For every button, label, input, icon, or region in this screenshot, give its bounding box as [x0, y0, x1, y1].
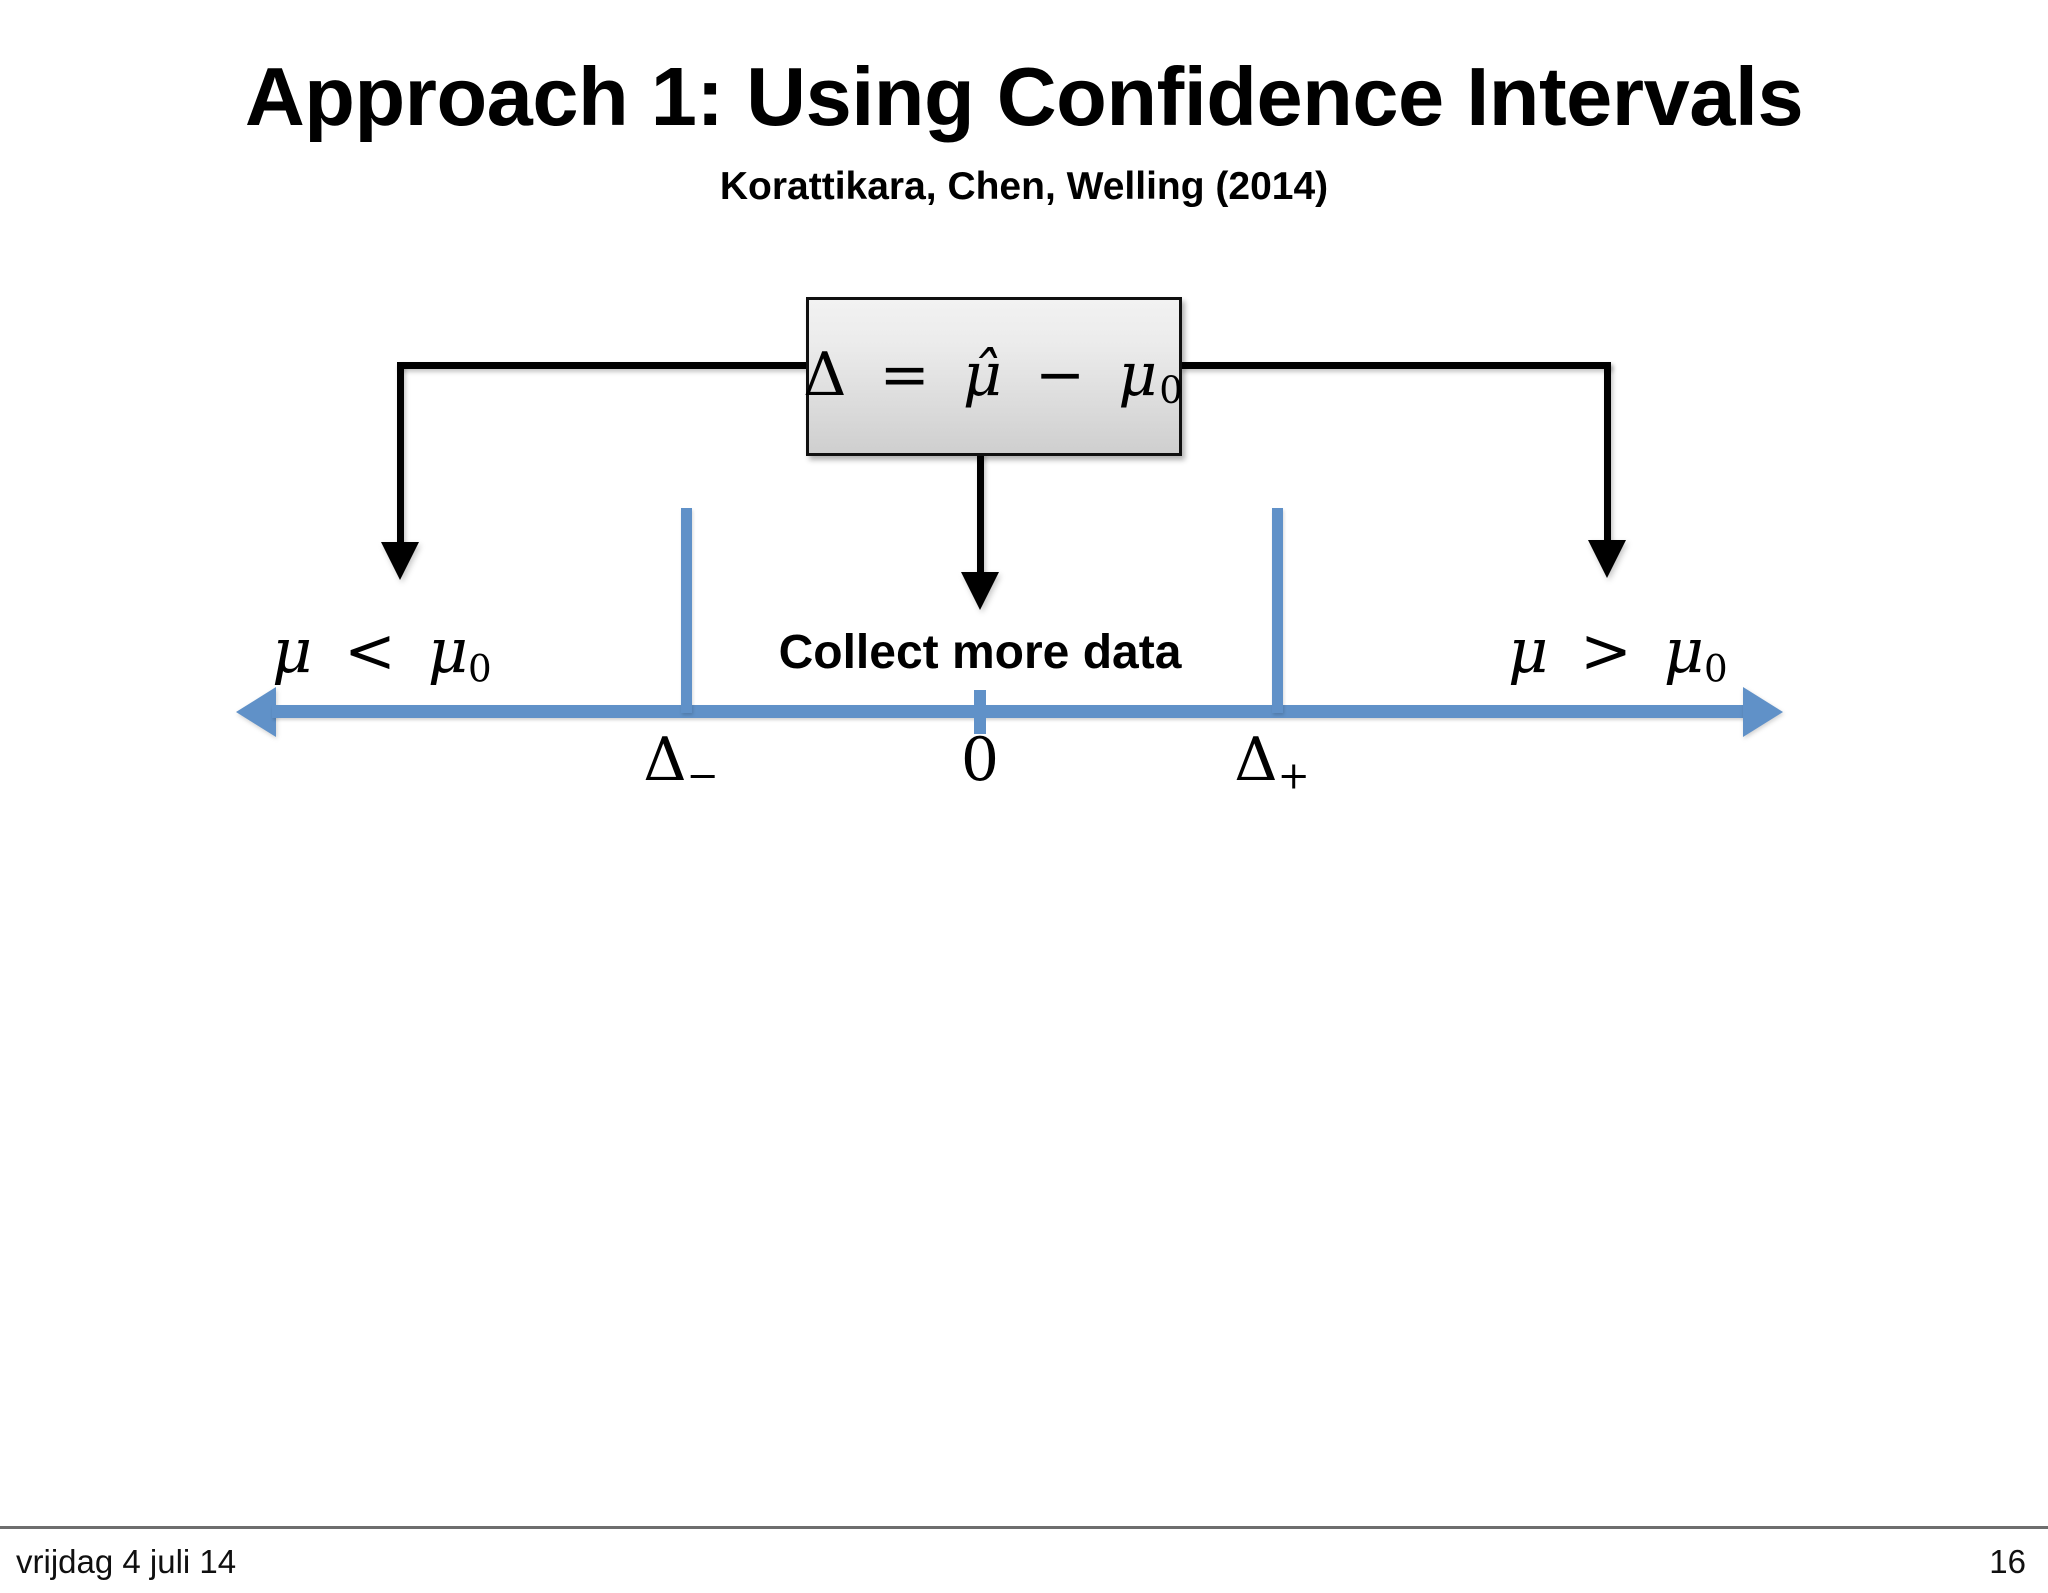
tick-label-delta-minus-base: Δ: [643, 725, 687, 795]
axis-right-arrowhead-icon: [1743, 687, 1783, 737]
region-left-mu0: μ: [427, 614, 468, 687]
number-line-axis: [272, 705, 1762, 718]
connector-left-horizontal: [397, 362, 809, 369]
region-right-mu0-sub: 0: [1703, 646, 1728, 691]
connector-left-vertical: [397, 362, 404, 544]
region-label-left: μ < μ0: [272, 620, 492, 688]
formula-expression: Δ = μ̂ − μ0: [803, 340, 1185, 412]
footer-divider: [0, 1526, 2048, 1529]
formula-minus-symbol: −: [1034, 340, 1088, 411]
tick-label-delta-plus-base: Δ: [1234, 725, 1278, 795]
tick-label-zero-base: 0: [960, 725, 1000, 795]
region-right-mu: μ: [1508, 614, 1549, 687]
region-right-relation: >: [1580, 614, 1632, 687]
formula-delta-symbol: Δ: [803, 340, 849, 411]
tick-delta-minus: [681, 508, 692, 713]
arrowhead-left-branch-icon: [381, 542, 419, 580]
tick-label-delta-minus: Δ−: [621, 730, 741, 796]
arrowhead-right-branch-icon: [1588, 540, 1626, 578]
region-left-mu0-sub: 0: [467, 646, 492, 691]
axis-left-arrowhead-icon: [236, 687, 276, 737]
region-left-mu: μ: [272, 614, 313, 687]
formula-mu-hat-symbol: μ̂: [962, 340, 1004, 411]
formula-mu-symbol: μ: [1118, 340, 1160, 411]
formula-mu-subscript: 0: [1159, 368, 1185, 413]
tick-label-zero: 0: [920, 730, 1040, 790]
tick-zero: [974, 690, 986, 734]
formula-box: Δ = μ̂ − μ0: [803, 297, 1185, 456]
tick-label-delta-plus-sub: +: [1277, 753, 1310, 799]
footer-date: vrijdag 4 juli 14: [16, 1543, 237, 1580]
tick-delta-plus: [1272, 508, 1283, 713]
page-title: Approach 1: Using Confidence Intervals: [244, 50, 1804, 143]
arrowhead-center-branch-icon: [961, 572, 999, 610]
region-left-relation: <: [344, 614, 396, 687]
tick-label-delta-plus: Δ+: [1212, 730, 1332, 796]
region-label-right: μ > μ0: [1508, 620, 1728, 688]
page-subtitle: Korattikara, Chen, Welling (2014): [719, 165, 1329, 208]
connector-right-horizontal: [1179, 362, 1611, 369]
region-label-center: Collect more data: [778, 626, 1182, 679]
tick-label-delta-minus-sub: −: [686, 753, 719, 799]
region-right-mu0: μ: [1663, 614, 1704, 687]
connector-center-vertical: [977, 452, 984, 574]
connector-right-vertical: [1604, 362, 1611, 542]
footer-page-number: 16: [1989, 1543, 2026, 1580]
formula-equals-symbol: =: [879, 340, 932, 411]
